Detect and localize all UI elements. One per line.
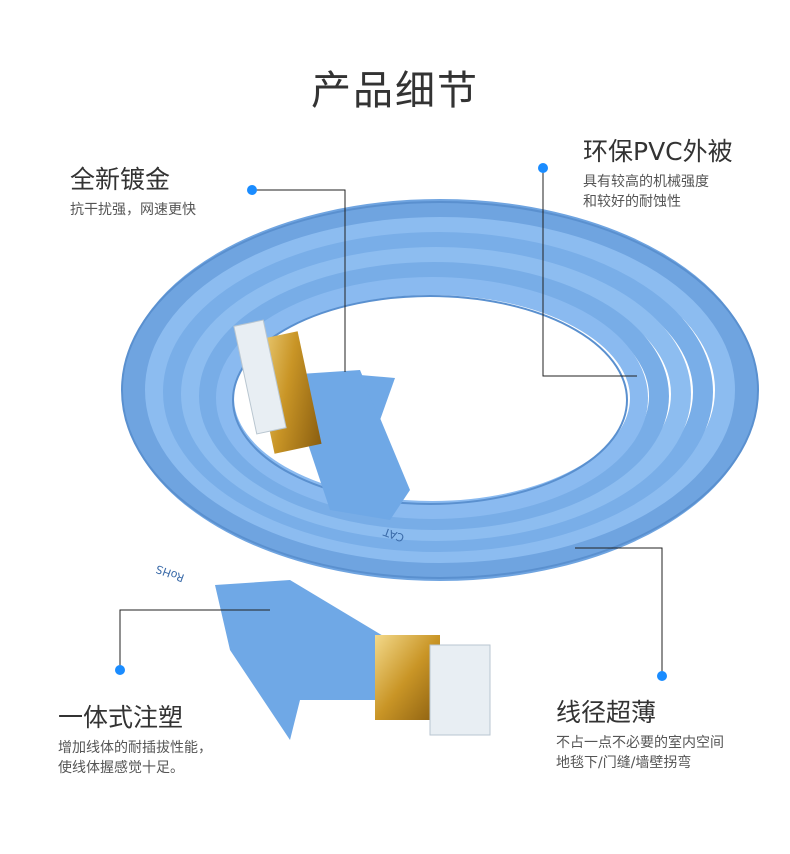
- feature-desc-line: 增加线体的耐插拔性能，: [58, 740, 212, 756]
- feature-ultra-thin: 线径超薄 不占一点不必要的室内空间地毯下/门缝/墙壁拐弯: [556, 697, 724, 773]
- feature-desc: 不占一点不必要的室内空间地毯下/门缝/墙壁拐弯: [556, 733, 724, 773]
- callout-dots: [115, 163, 667, 681]
- feature-desc: 抗干扰强，网速更快: [70, 202, 196, 218]
- rj45-connector-top: [233, 319, 410, 520]
- callout-lines: [119, 168, 663, 676]
- feature-gold-plated: 全新镀金 抗干扰强，网速更快: [70, 164, 196, 220]
- feature-desc-line: 不占一点不必要的室内空间: [556, 735, 724, 751]
- feature-title: 一体式注塑: [58, 703, 184, 732]
- feature-desc-line: 和较好的耐蚀性: [583, 194, 681, 210]
- rj45-connector-bottom: [215, 580, 491, 740]
- feature-pvc-jacket: 环保PVC外被 具有较高的机械强度和较好的耐蚀性: [583, 136, 733, 212]
- page-title: 产品细节: [311, 68, 479, 114]
- feature-desc-line: 使线体握感觉十足。: [58, 760, 184, 776]
- cable-print-rohs: RoHS: [154, 562, 186, 584]
- feature-desc-line: 具有较高的机械强度: [583, 174, 709, 190]
- feature-title: 环保PVC外被: [583, 137, 733, 166]
- feature-injection-molded: 一体式注塑 增加线体的耐插拔性能， 使线体握感觉十足。: [58, 702, 212, 778]
- feature-desc-line: 地毯下/门缝/墙壁拐弯: [556, 755, 692, 771]
- feature-desc: 增加线体的耐插拔性能， 使线体握感觉十足。: [58, 738, 212, 778]
- feature-desc: 具有较高的机械强度和较好的耐蚀性: [583, 172, 733, 212]
- cable-coil: [121, 199, 759, 581]
- feature-title: 线径超薄: [556, 698, 657, 727]
- feature-title: 全新镀金: [70, 165, 171, 194]
